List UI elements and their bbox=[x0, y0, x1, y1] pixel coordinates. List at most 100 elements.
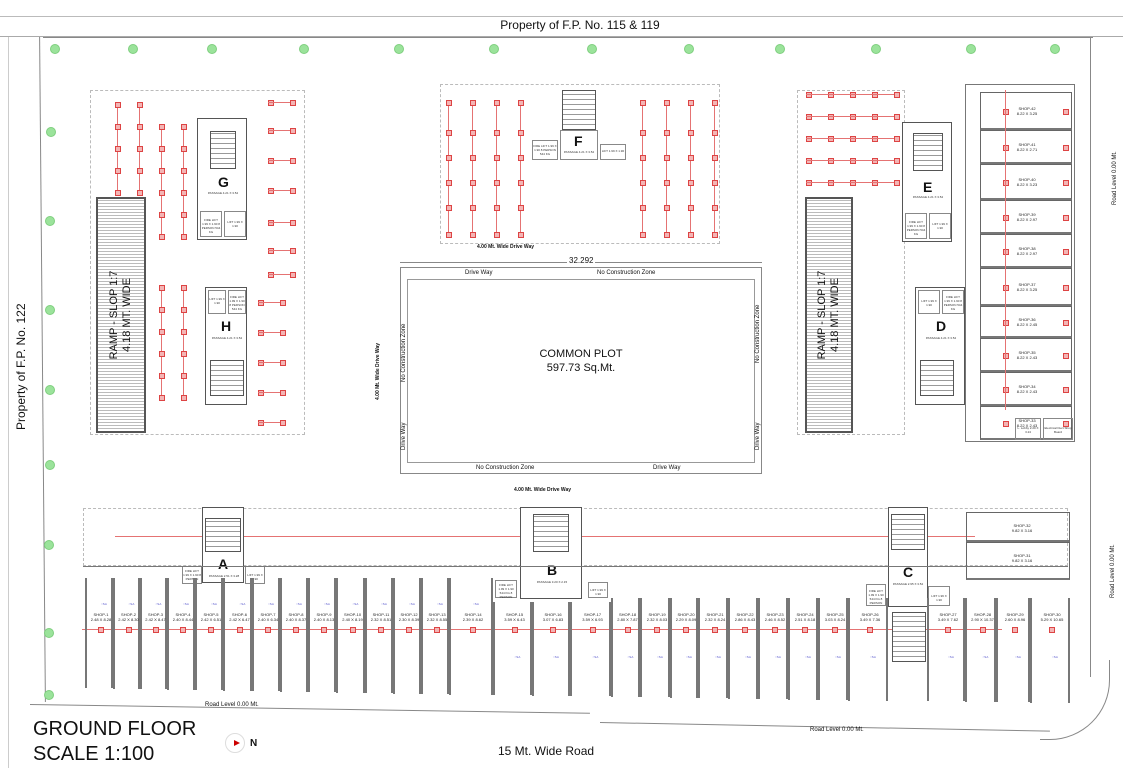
sprinkler-icon bbox=[802, 627, 808, 633]
north-label: N bbox=[250, 738, 258, 749]
smoke-alarm-icon: ○SA bbox=[239, 602, 246, 606]
shop-size: 3.07 X 6.83 bbox=[542, 617, 564, 622]
sprinkler-icon bbox=[280, 390, 286, 396]
shop-name: SHOP-36 bbox=[1018, 317, 1036, 322]
sprinkler-icon bbox=[688, 232, 694, 238]
smoke-alarm-icon: ○SA bbox=[352, 602, 359, 606]
core-e: E PASSAGE 4.21 X 3.52 FIRE LIFT 1.99 X 1… bbox=[902, 122, 952, 242]
sprinkler-icon bbox=[280, 330, 286, 336]
sprinkler-icon bbox=[159, 307, 165, 313]
sprinkler-pipe bbox=[258, 302, 280, 303]
tree-icon bbox=[44, 690, 54, 700]
smoke-alarm-icon: ○SA bbox=[592, 655, 599, 659]
sprinkler-pipe bbox=[183, 124, 184, 234]
sprinkler-pipe bbox=[806, 116, 894, 117]
sprinkler-icon bbox=[664, 100, 670, 106]
sprinkler-icon bbox=[1063, 421, 1069, 427]
shop-name: SHOP-12 bbox=[400, 612, 418, 617]
road-level-right-bottom: Road Level 0.00 Mt. bbox=[1110, 544, 1116, 598]
shop-size: 2.90 X 10.37 bbox=[971, 617, 994, 622]
shop-name: SHOP-29 bbox=[1006, 612, 1024, 617]
sprinkler-pipe bbox=[183, 285, 184, 395]
sprinkler-icon bbox=[850, 136, 856, 142]
sprinkler-icon bbox=[470, 155, 476, 161]
sprinkler-icon bbox=[258, 300, 264, 306]
sprinkler-icon bbox=[258, 390, 264, 396]
shop-31[interactable]: SHOP-31 9.82 X 3.16 bbox=[966, 542, 1070, 580]
sprinkler-icon bbox=[258, 420, 264, 426]
core-d-letter: D bbox=[936, 318, 947, 334]
sprinkler-icon bbox=[268, 128, 274, 134]
sprinkler-icon bbox=[115, 102, 121, 108]
sprinkler-icon bbox=[688, 130, 694, 136]
tree-icon bbox=[45, 385, 55, 395]
sprinkler-icon bbox=[589, 627, 596, 633]
tree-icon bbox=[44, 628, 54, 638]
sprinkler-icon bbox=[470, 205, 476, 211]
sprinkler-icon bbox=[664, 232, 670, 238]
sprinkler-icon bbox=[712, 180, 718, 186]
sprinkler-icon bbox=[511, 627, 518, 633]
shop-size: 2.40 X 8.13 bbox=[313, 617, 335, 622]
shop-32[interactable]: SHOP-32 9.82 X 3.16 bbox=[966, 512, 1070, 542]
sprinkler-icon bbox=[159, 124, 165, 130]
shop-name: SHOP-34 bbox=[1018, 384, 1036, 389]
sprinkler-icon bbox=[828, 114, 834, 120]
smoke-alarm-icon: ○SA bbox=[627, 655, 634, 659]
sprinkler-icon bbox=[137, 102, 143, 108]
sprinkler-icon bbox=[494, 232, 500, 238]
shop-size: 8.22 X 3.23 bbox=[1016, 182, 1038, 187]
sprinkler-icon bbox=[137, 146, 143, 152]
core-c-letter: C bbox=[903, 564, 914, 580]
sprinkler-icon bbox=[828, 158, 834, 164]
core-a-passage: PASSAGE 2.51 X 3.28 bbox=[208, 574, 240, 578]
drawing-title: GROUND FLOOR bbox=[33, 718, 197, 740]
smoke-alarm-icon: ○SA bbox=[514, 655, 521, 659]
shop-name: SHOP-4 bbox=[175, 612, 191, 617]
sprinkler-icon bbox=[265, 627, 271, 633]
shop-size: 3.49 X 7.62 bbox=[937, 617, 959, 622]
drawing-scale: SCALE 1:100 bbox=[33, 743, 155, 765]
common-plot-area: 597.73 Sq.Mt. bbox=[546, 362, 616, 374]
smoke-alarm-icon: ○SA bbox=[296, 602, 302, 606]
